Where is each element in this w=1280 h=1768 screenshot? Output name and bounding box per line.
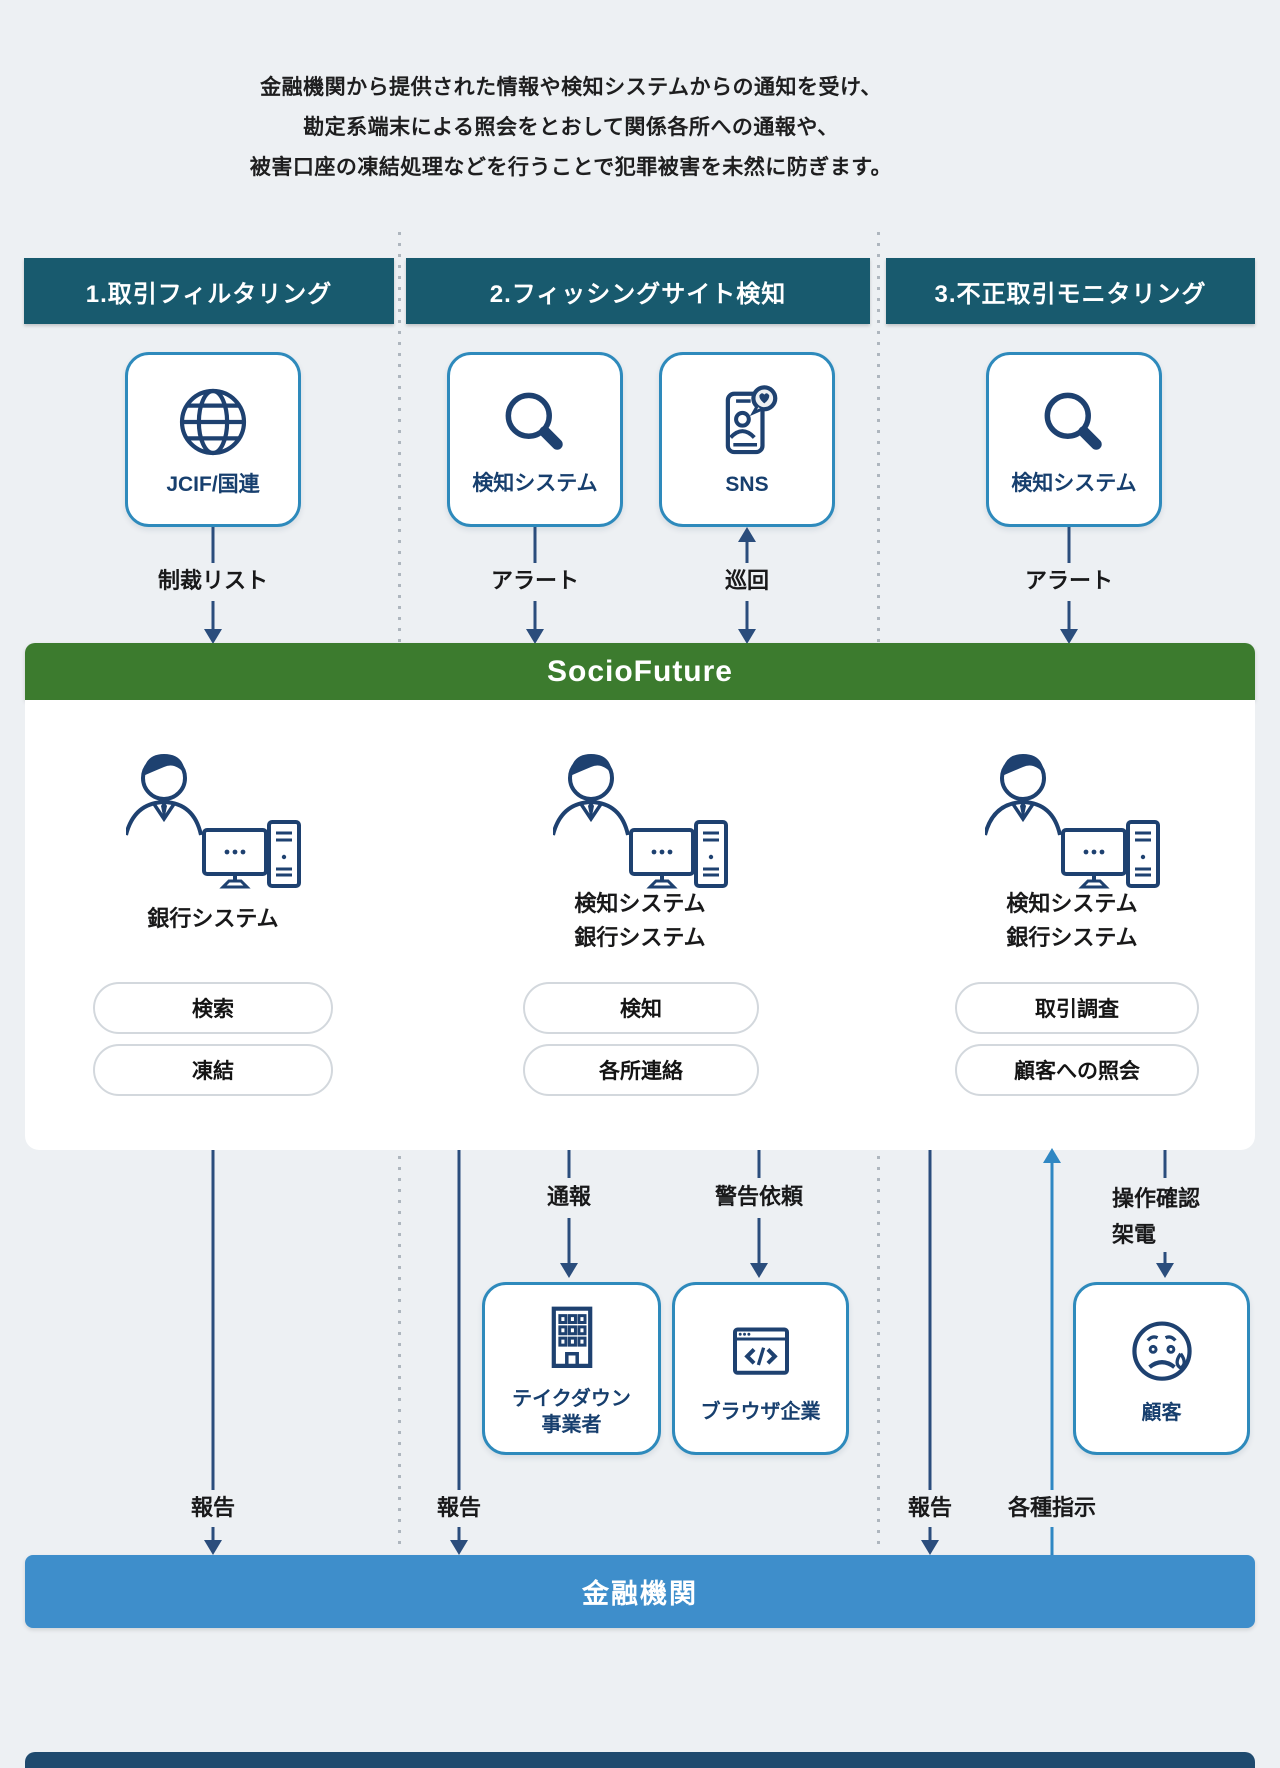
node-jcif-un: JCIF/国連 [125, 352, 301, 527]
arrow-head-down-icon [204, 1540, 222, 1555]
alert-label-fraud: アラート [1024, 568, 1114, 593]
patrol-arrow-line [745, 540, 749, 563]
report-arrow-line-2 [457, 1150, 461, 1490]
action-pill-customer-inquiry: 顧客への照会 [955, 1044, 1199, 1096]
notify-arrow-line [567, 1150, 571, 1178]
column-header-fraud-monitoring: 3.不正取引モニタリング [886, 258, 1255, 324]
magnifier-icon [1034, 382, 1114, 462]
sanctions-arrow-line [211, 601, 215, 630]
sanctions-arrow-line [211, 527, 215, 563]
warn-request-arrow-line [757, 1218, 761, 1264]
system-label-3-line2: 銀行システム [1006, 925, 1138, 950]
patrol-label: 巡回 [724, 568, 770, 593]
arrow-head-up-icon [738, 527, 756, 542]
sanctions-list-label: 制裁リスト [157, 568, 269, 593]
system-label-3-line1: 検知システム [1006, 891, 1138, 916]
intro-line-2: 勘定系端末による照会をとおして関係各所への通報や、 [303, 116, 839, 139]
globe-icon [172, 381, 254, 463]
action-pill-contact: 各所連絡 [523, 1044, 759, 1096]
action-pill-freeze: 凍結 [93, 1044, 333, 1096]
op-confirm-arrow-line [1163, 1252, 1167, 1264]
arrow-head-down-icon [750, 1263, 768, 1278]
arrow-head-up-icon [1043, 1148, 1061, 1163]
sns-phone-icon [706, 381, 788, 463]
footer-strip [25, 1752, 1255, 1768]
node-detection-system-fraud: 検知システム [986, 352, 1162, 527]
instructions-label: 各種指示 [1007, 1495, 1097, 1520]
arrow-head-down-icon [1060, 629, 1078, 644]
node-takedown-provider: テイクダウン 事業者 [482, 1282, 661, 1455]
person-computer-icon [126, 754, 301, 895]
arrow-head-down-icon [738, 629, 756, 644]
person-computer-icon [985, 754, 1160, 895]
report-label-1: 報告 [190, 1495, 236, 1520]
node-customer-label: 顧客 [1141, 1401, 1182, 1424]
node-browser-label: ブラウザ企業 [700, 1400, 821, 1423]
operator-cluster-1 [126, 745, 301, 895]
report-label-2: 報告 [436, 1495, 482, 1520]
alert-arrow-line [533, 527, 537, 563]
op-confirm-label: 操作確認 架電 [1112, 1181, 1200, 1253]
action-pill-search: 検索 [93, 982, 333, 1034]
browser-code-icon [722, 1313, 800, 1391]
action-pill-detect: 検知 [523, 982, 759, 1034]
node-takedown-label: テイクダウン 事業者 [512, 1386, 631, 1438]
intro-line-1: 金融機関から提供された情報や検知システムからの通知を受け、 [260, 76, 882, 99]
column-header-phishing-detection: 2.フィッシングサイト検知 [406, 258, 870, 324]
alert-arrow-line [533, 601, 537, 630]
node-customer: 顧客 [1073, 1282, 1250, 1455]
alert-arrow-line [1067, 527, 1071, 563]
report-arrow-line-1 [211, 1527, 215, 1541]
arrow-head-down-icon [921, 1540, 939, 1555]
operator-cluster-2 [553, 745, 728, 895]
system-label-2: 検知システム 銀行システム [574, 887, 705, 955]
patrol-arrow-line [745, 601, 749, 630]
node-browser-company: ブラウザ企業 [672, 1282, 849, 1455]
node-sns: SNS [659, 352, 835, 527]
node-sns-label: SNS [725, 473, 769, 496]
person-computer-icon [553, 754, 728, 895]
arrow-head-down-icon [450, 1540, 468, 1555]
arrow-head-down-icon [560, 1263, 578, 1278]
report-arrow-line-2 [457, 1527, 461, 1541]
node-detection-phishing-label: 検知システム [472, 472, 598, 495]
system-label-2-line2: 銀行システム [574, 925, 706, 950]
op-confirm-arrow-line [1163, 1150, 1167, 1178]
report-arrow-line-1 [211, 1150, 215, 1490]
report-label-3: 報告 [907, 1495, 953, 1520]
arrow-head-down-icon [204, 629, 222, 644]
report-arrow-line-3 [928, 1527, 932, 1541]
warn-request-arrow-line [757, 1150, 761, 1178]
report-arrow-line-3 [928, 1150, 932, 1490]
system-label-2-line1: 検知システム [574, 891, 706, 916]
node-detection-system-phishing: 検知システム [447, 352, 623, 527]
notify-arrow-line [567, 1218, 571, 1264]
node-takedown-label-line1: テイクダウン [512, 1387, 631, 1410]
warn-request-label: 警告依頼 [714, 1184, 804, 1209]
worried-face-icon [1122, 1312, 1202, 1392]
notify-label: 通報 [546, 1184, 592, 1209]
arrow-head-down-icon [1156, 1263, 1174, 1278]
alert-label-phishing: アラート [490, 568, 580, 593]
op-confirm-label-line1: 操作確認 [1112, 1186, 1201, 1211]
sociofuture-bar: SocioFuture [25, 643, 1255, 700]
action-pill-investigate: 取引調査 [955, 982, 1199, 1034]
intro-text: 金融機関から提供された情報や検知システムからの通知を受け、 勘定系端末による照会… [25, 68, 1117, 188]
column-header-transaction-filtering: 1.取引フィルタリング [24, 258, 394, 324]
node-detection-fraud-label: 検知システム [1011, 472, 1137, 495]
alert-arrow-line [1067, 601, 1071, 630]
building-icon [533, 1300, 611, 1378]
magnifier-icon [495, 382, 575, 462]
instructions-arrow-line [1050, 1161, 1054, 1490]
operator-cluster-3 [985, 745, 1160, 895]
intro-line-3: 被害口座の凍結処理などを行うことで犯罪被害を未然に防ぎます。 [249, 156, 893, 179]
op-confirm-label-line2: 架電 [1112, 1222, 1157, 1247]
node-takedown-label-line2: 事業者 [541, 1413, 602, 1436]
system-label-3: 検知システム 銀行システム [1006, 887, 1137, 955]
financial-institution-bar: 金融機関 [25, 1555, 1255, 1628]
system-label-1: 銀行システム [147, 906, 279, 931]
node-jcif-label: JCIF/国連 [166, 473, 260, 496]
arrow-head-down-icon [526, 629, 544, 644]
instructions-arrow-line [1050, 1527, 1054, 1555]
